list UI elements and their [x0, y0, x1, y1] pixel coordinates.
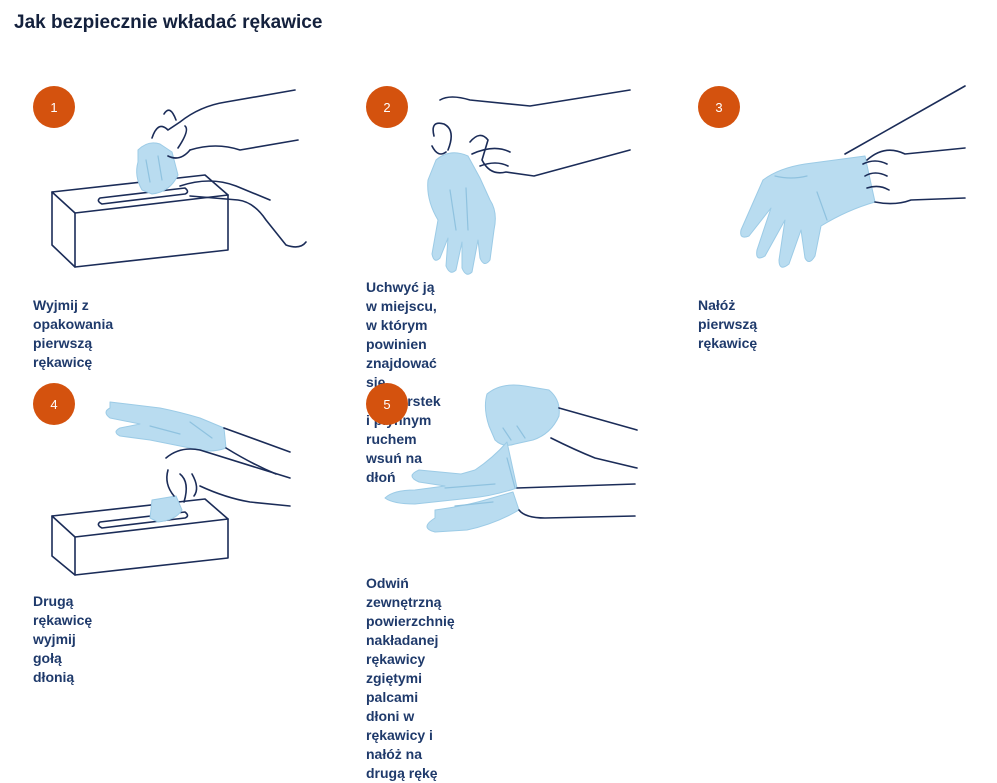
illustration-pull-glove-on: [427, 89, 631, 275]
step-number-badge: 2: [366, 86, 408, 128]
step-caption: Wyjmij z opakowania pierwszą rękawicę: [33, 297, 114, 370]
illustration-second-glove-on: [384, 384, 638, 533]
page-title: Jak bezpiecznie wkładać rękawice: [14, 12, 323, 33]
step-number-badge: 5: [366, 383, 408, 425]
step-number-badge: 3: [698, 86, 740, 128]
illustration-glove-box-hand: [51, 89, 307, 268]
illustration-gloved-hand: [740, 85, 966, 268]
illustration-second-glove-box: [51, 401, 291, 576]
step-number-badge: 1: [33, 86, 75, 128]
step-caption: Nałóż pierwszą rękawicę: [698, 297, 758, 351]
step-caption: Odwiń zewnętrzną powierzchnię nakładanej…: [366, 575, 455, 781]
step-caption: Drugą rękawicę wyjmij gołą dłonią: [33, 593, 93, 685]
step-number-badge: 4: [33, 383, 75, 425]
